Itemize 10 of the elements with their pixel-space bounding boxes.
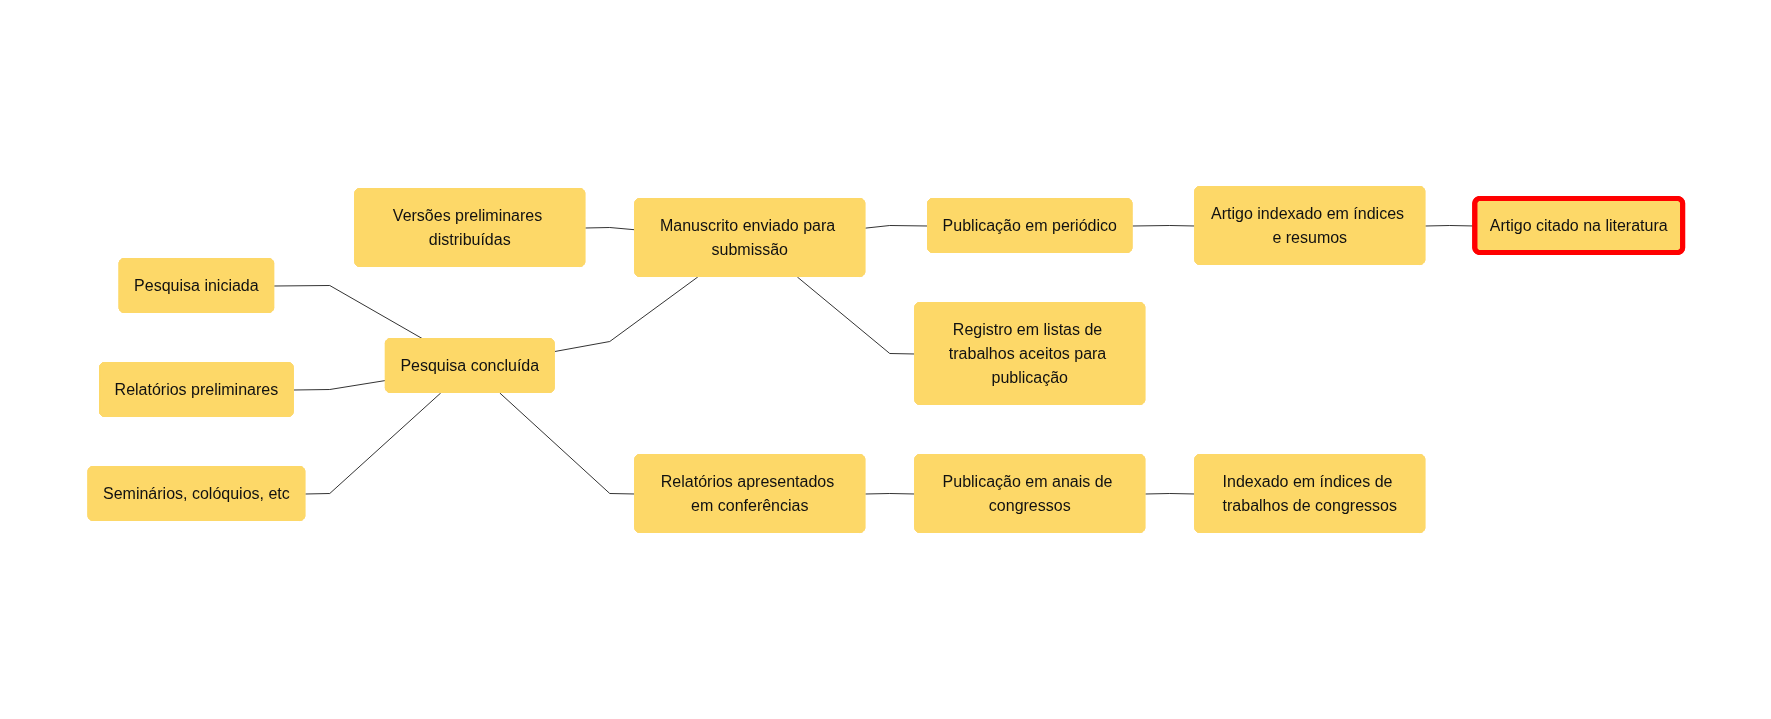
connector	[554, 276, 699, 353]
connector	[797, 276, 916, 355]
connector	[864, 225, 929, 229]
connector	[584, 227, 636, 231]
connector	[864, 493, 916, 495]
connector	[293, 379, 387, 391]
connector	[499, 392, 636, 495]
connector	[1144, 493, 1196, 495]
connector	[304, 392, 442, 495]
connector	[1132, 225, 1196, 227]
